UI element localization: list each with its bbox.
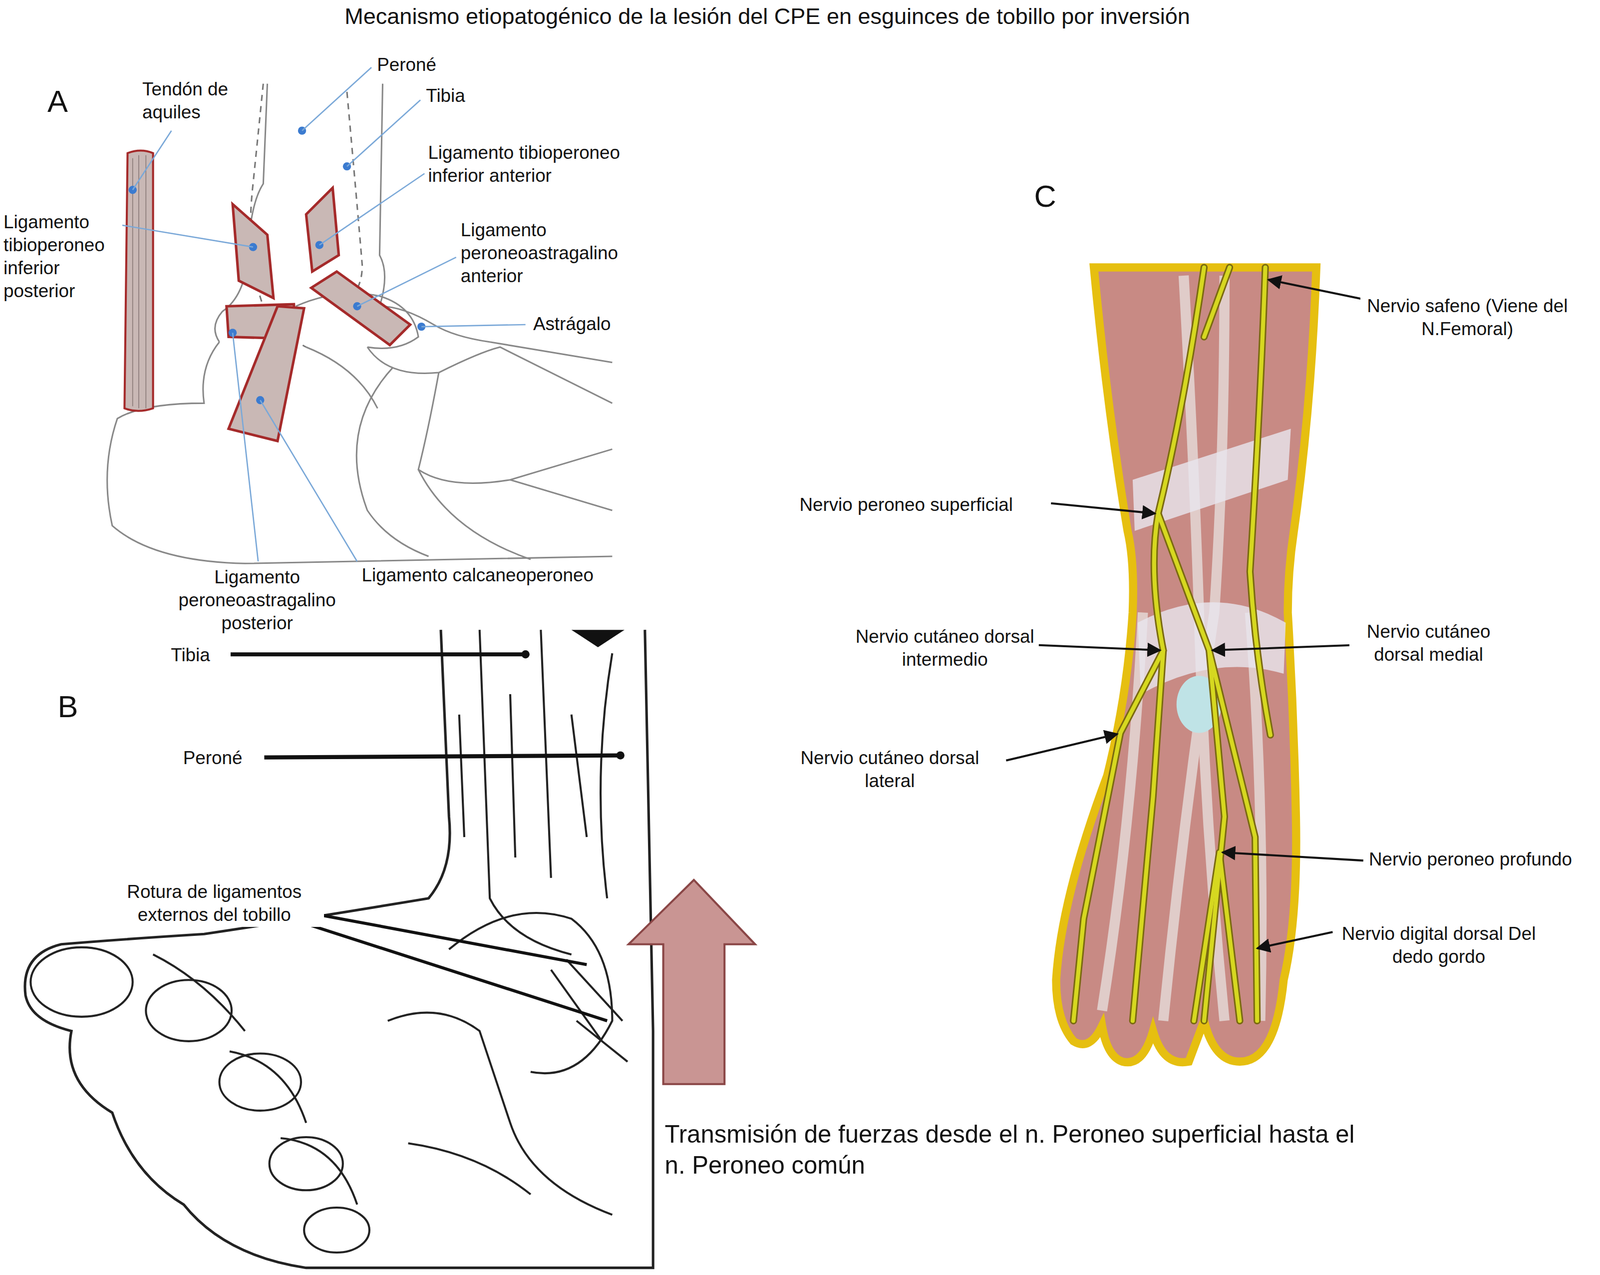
part-label: Astrágalo bbox=[531, 312, 613, 336]
panel-letter: B bbox=[55, 686, 80, 727]
part-label: Nervio cutáneo dorsal intermedio bbox=[853, 624, 1037, 672]
part-label: Nervio cutáneo dorsal lateral bbox=[782, 745, 997, 793]
part-label: Transmisión de fuerzas desde el n. Peron… bbox=[663, 1118, 1383, 1181]
part-label: Nervio safeno (Viene del N.Femoral) bbox=[1360, 294, 1575, 341]
part-label: Nervio digital dorsal Del dedo gordo bbox=[1336, 921, 1542, 969]
part-label: Tibia bbox=[169, 642, 212, 667]
figure-title: Mecanismo etiopatogénico de la lesión de… bbox=[342, 1, 1192, 31]
part-label: Peroné bbox=[375, 52, 438, 77]
part-label: Nervio peroneo superficial bbox=[797, 492, 1014, 517]
part-label: Ligamento tibioperoneo inferior anterior bbox=[426, 140, 677, 188]
part-label: Ligamento peroneoastragalino anterior bbox=[459, 218, 659, 289]
part-label: Ligamento tibioperoneo inferior posterio… bbox=[1, 210, 123, 304]
part-label: Ligamento calcaneoperoneo bbox=[360, 563, 596, 588]
part-label: Nervio cutáneo dorsal medial bbox=[1349, 619, 1508, 667]
part-label: Ligamento peroneoastragalino posterior bbox=[157, 565, 357, 636]
part-label: Tibia bbox=[424, 83, 467, 108]
part-label: Nervio peroneo profundo bbox=[1367, 847, 1574, 872]
part-label: Peroné bbox=[181, 745, 245, 770]
part-label: Tendón de aquiles bbox=[140, 77, 256, 125]
panel-letter: A bbox=[45, 81, 70, 122]
part-label: Rotura de ligamentos externos del tobill… bbox=[104, 879, 324, 927]
panel-letter: C bbox=[1032, 176, 1058, 217]
